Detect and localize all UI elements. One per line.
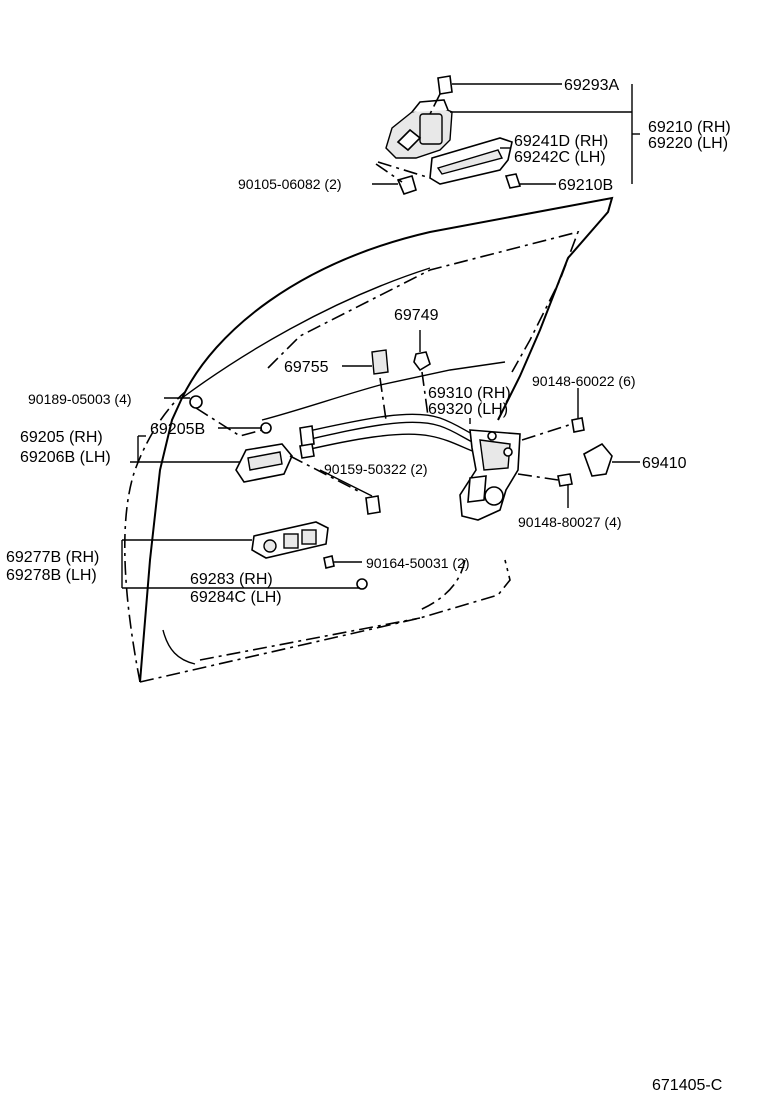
label-69293A: 69293A <box>564 77 619 94</box>
label-90105-06082: 90105-06082 (2) <box>238 176 342 192</box>
label-69205B: 69205B <box>150 421 205 438</box>
inside-handle <box>189 395 361 493</box>
leader-lines <box>121 83 640 589</box>
label-69210-rh: 69210 (RH) <box>648 119 731 136</box>
handle-bezel <box>251 521 368 590</box>
fasteners <box>365 417 613 515</box>
label-90189-05003: 90189-05003 (4) <box>28 391 132 407</box>
door-panel-outline <box>124 196 614 683</box>
label-69320-lh: 69320 (LH) <box>428 401 508 418</box>
label-69755: 69755 <box>284 359 329 376</box>
figure-code: 671405-C <box>652 1077 722 1094</box>
label-90148-80027: 90148-80027 (4) <box>518 514 622 530</box>
lock-cables <box>299 413 487 459</box>
label-90164-50031: 90164-50031 (2) <box>366 555 470 571</box>
label-69220-lh: 69220 (LH) <box>648 135 728 152</box>
label-69206B-lh: 69206B (LH) <box>20 449 111 466</box>
door-lock-assembly <box>459 429 521 521</box>
label-69283-rh: 69283 (RH) <box>190 571 273 588</box>
label-69410: 69410 <box>642 455 687 472</box>
outside-handle-assembly <box>375 75 522 195</box>
label-69277B-rh: 69277B (RH) <box>6 549 99 566</box>
lock-rod-clip <box>371 349 431 421</box>
label-69749: 69749 <box>394 307 439 324</box>
label-69242C-lh: 69242C (LH) <box>514 149 606 166</box>
label-69278B-lh: 69278B (LH) <box>6 567 97 584</box>
label-90159-50322: 90159-50322 (2) <box>324 461 428 477</box>
label-69205-rh: 69205 (RH) <box>20 429 103 446</box>
label-69241D-rh: 69241D (RH) <box>514 133 608 150</box>
label-69210B: 69210B <box>558 177 613 194</box>
label-69310-rh: 69310 (RH) <box>428 385 511 402</box>
part-labels: 69293A 69210 (RH) 69220 (LH) 69241D (RH)… <box>6 77 731 1094</box>
label-69284C-lh: 69284C (LH) <box>190 589 282 606</box>
label-90148-60022: 90148-60022 (6) <box>532 373 636 389</box>
